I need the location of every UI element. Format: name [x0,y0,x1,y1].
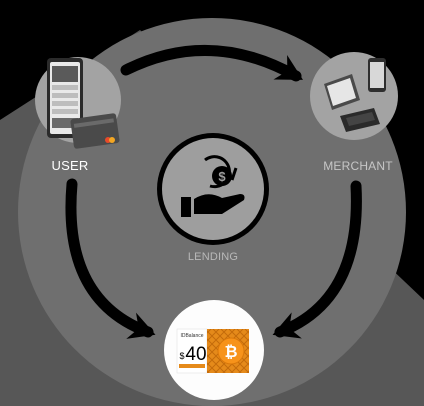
gift-card-amount: 40 [185,344,206,365]
arrow-merchant-to-gift [272,180,362,339]
lending-label: LENDING [187,251,239,263]
lending-node[interactable]: $ [157,133,269,245]
svg-text:$: $ [218,169,226,184]
svg-text:₿: ₿ [224,343,237,361]
phone-and-card-icon [47,58,120,149]
user-label: USER [51,158,89,173]
merchant-node[interactable] [310,52,398,140]
bitcoin-icon [217,337,245,365]
gift-card-brand: IDBalance [180,333,203,339]
user-node[interactable] [35,57,121,149]
arrow-user-to-gift [65,178,156,339]
arrow-user-to-merchant [120,45,303,82]
gift-card-currency: $ [179,351,184,361]
merchant-label: MERCHANT [323,159,393,173]
bitcoin-gift-card-icon: IDBalance $ 40 ₿ [176,328,249,374]
gift-card-node[interactable]: IDBalance $ 40 ₿ [164,300,264,400]
hand-with-dollar-coin-icon: $ [181,155,245,217]
pos-terminal-icon [324,58,386,132]
